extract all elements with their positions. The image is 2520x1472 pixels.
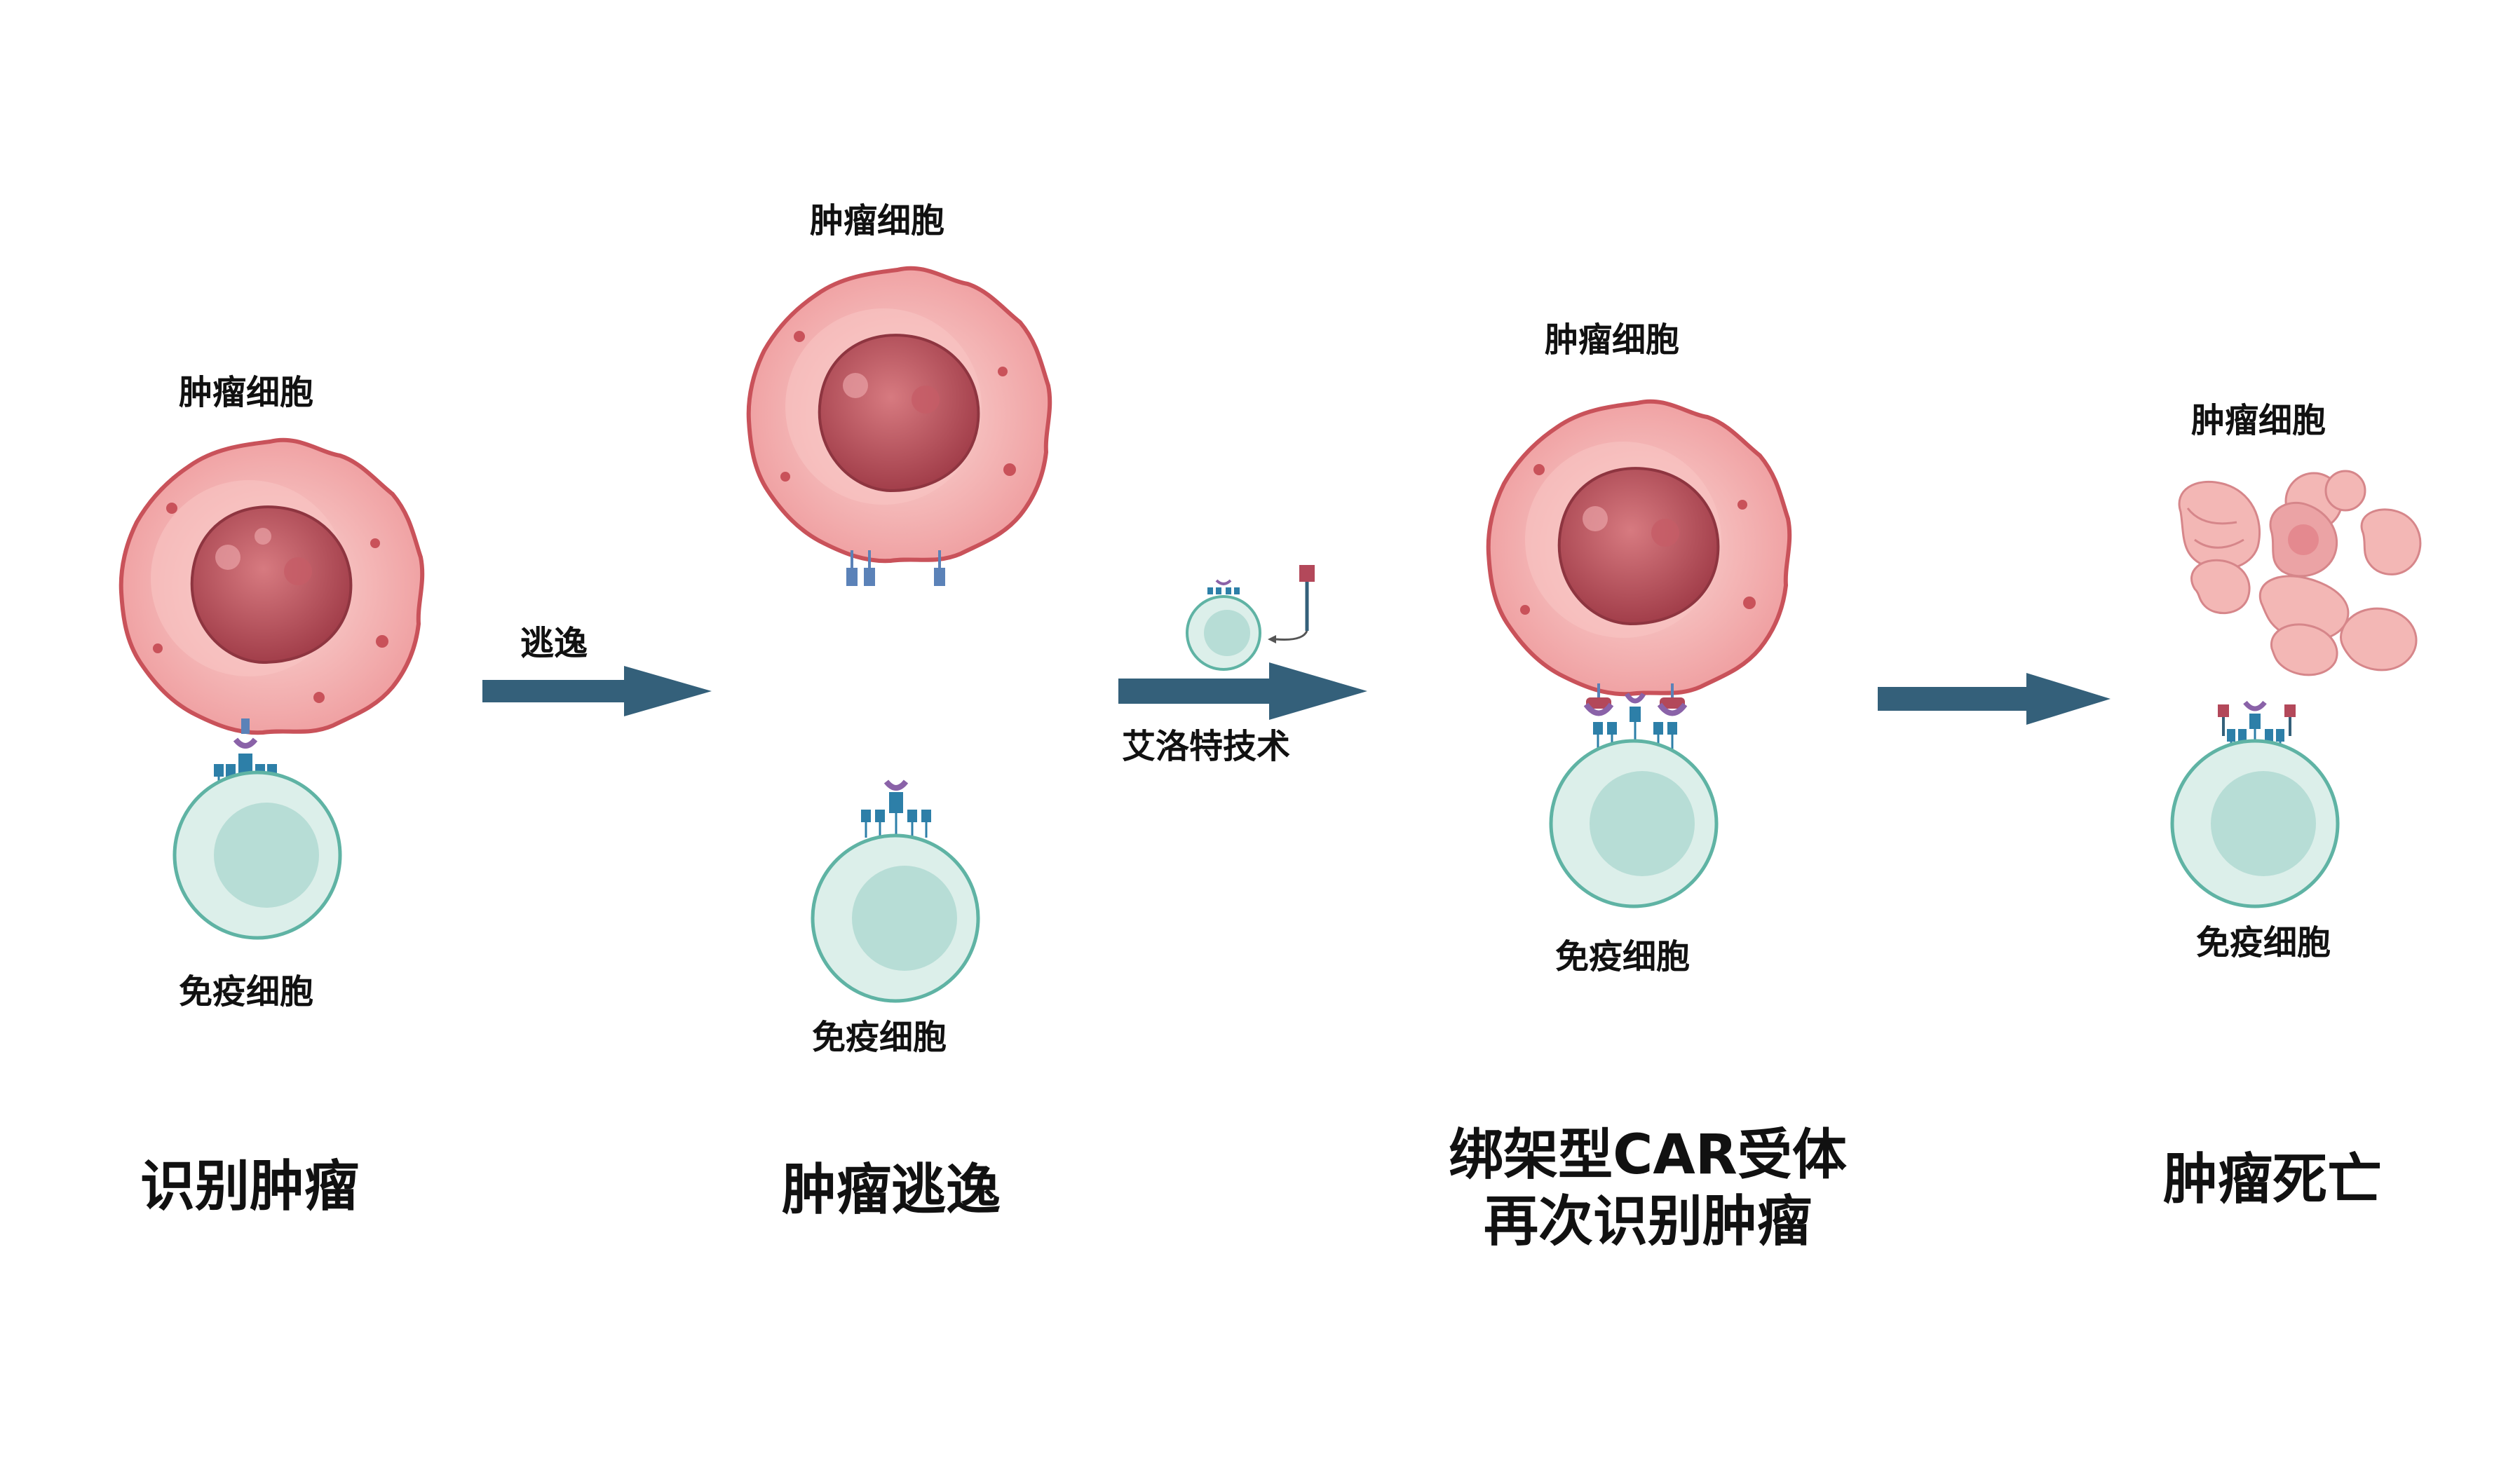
panel-1-immune-label: 免疫细胞 [179,972,314,1011]
tumor-cell [1486,399,1792,697]
tumor-cell [118,437,425,735]
panel-2-immune-label: 免疫细胞 [812,1018,947,1057]
panel-1-caption: 识别肿瘤 [140,1155,360,1218]
panel-3 [1486,399,1792,908]
panel-4-tumor-label: 肿瘤细胞 [2191,401,2326,440]
tumor-fragments [2178,470,2422,676]
arrow-technology [1118,565,1367,720]
panel-1 [118,437,425,940]
panel-2 [746,266,1052,1003]
immune-cell [2170,739,2340,908]
immune-cell [172,770,342,940]
panel-3-caption-line-1: 绑架型CAR受体 [1449,1124,1847,1187]
panel-2-caption: 肿瘤逃逸 [782,1159,1001,1222]
panel-3-tumor-label: 肿瘤细胞 [1545,320,1680,360]
engineered-cell-icon [1186,579,1261,671]
arrow-technology-label: 艾洛特技术 [1122,727,1291,766]
adapter-molecule-icon [1268,565,1315,643]
armed-receptors [2218,700,2296,736]
panel-1-tumor-label: 肿瘤细胞 [179,373,314,412]
panel-3-caption-line-2: 再次识别肿瘤 [1483,1190,1812,1253]
immune-cell [1549,739,1719,908]
arrow-result [1878,673,2111,725]
panel-2-tumor-label: 肿瘤细胞 [810,201,945,240]
panel-4-immune-label: 免疫细胞 [2196,923,2331,962]
panel-4-caption: 肿瘤死亡 [2163,1148,2383,1211]
arrow-escape-label: 逃逸 [520,624,588,663]
tumor-antigens [846,550,945,586]
arrow-escape [482,666,712,716]
car-binding-complex [1583,683,1688,722]
tcr-cluster [861,779,931,838]
panel-4 [2170,470,2422,908]
panel-3-immune-label: 免疫细胞 [1555,937,1691,976]
immune-cell [811,833,980,1003]
tumor-cell [746,266,1052,564]
